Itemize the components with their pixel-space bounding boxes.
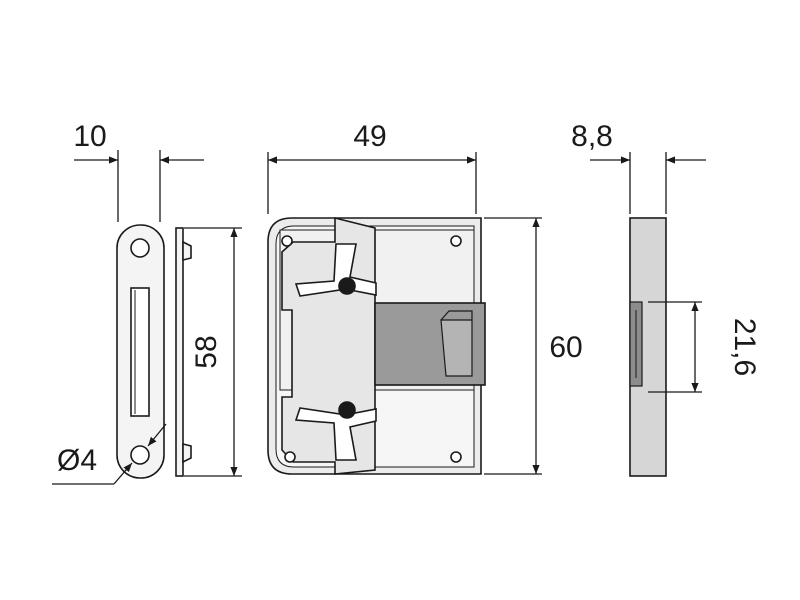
keyhole-upper-icon (338, 277, 356, 295)
strike-plate-bottom-tab (182, 442, 192, 464)
leader-arrow (113, 462, 133, 485)
dim-label-49: 49 (353, 120, 386, 153)
lock-bolt-notch (440, 310, 473, 321)
screw-hole-bottom-left (284, 451, 296, 463)
dimension-strike-height (184, 227, 242, 477)
leader-arrow (147, 423, 167, 447)
strike-plate-top-hole (130, 238, 150, 258)
dimension-hole-diameter (52, 423, 167, 485)
strike-plate-slot (130, 287, 150, 417)
lock-side-view (629, 217, 667, 477)
lock-body (267, 216, 486, 475)
strike-plate-bottom-hole (130, 445, 150, 465)
lock-bolt-bevel (440, 319, 473, 377)
dim-label-21-6: 21,6 (728, 318, 761, 376)
dimension-bolt-height (648, 301, 702, 393)
screw-hole-bottom-right (450, 451, 462, 463)
dimension-lock-width (267, 152, 477, 214)
dim-label-58: 58 (190, 335, 223, 368)
strike-plate-side-body (175, 227, 184, 477)
dimension-side-thickness (590, 152, 706, 214)
screw-hole-top-left (281, 235, 293, 247)
lock-mounting-plate (281, 216, 376, 475)
dimension-lock-height (484, 217, 542, 475)
dim-label-60: 60 (549, 331, 582, 364)
dim-label-diameter: Ø4 (57, 444, 97, 477)
strike-plate-front (116, 224, 165, 479)
keyhole-lower-icon (338, 401, 356, 419)
dim-label-10: 10 (73, 120, 106, 153)
strike-plate-side (175, 227, 192, 477)
screw-hole-top-right (450, 235, 462, 247)
strike-plate-top-tab (182, 240, 192, 262)
dimension-strike-width (74, 150, 204, 222)
dim-label-8-8: 8,8 (571, 120, 613, 153)
